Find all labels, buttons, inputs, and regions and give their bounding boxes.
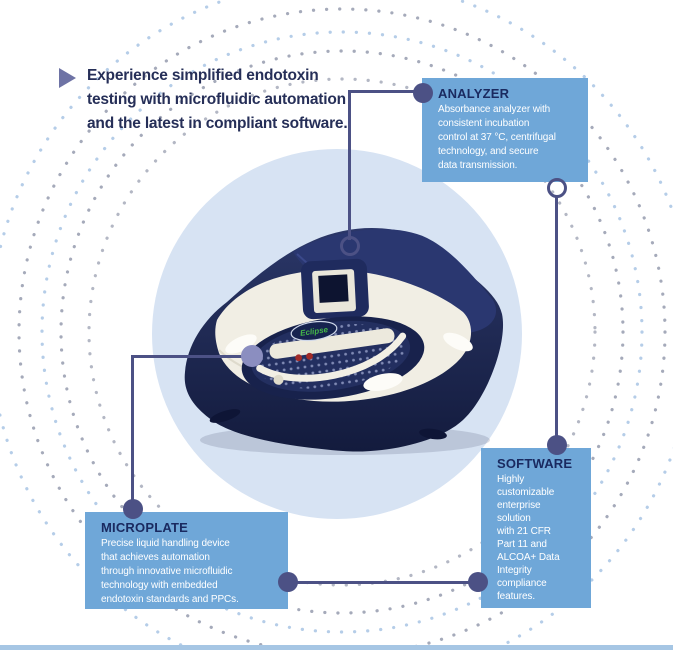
microplate-title: MICROPLATE xyxy=(101,520,188,535)
analyzer-device-connector-ring xyxy=(340,236,360,256)
microplate-software-connector-line xyxy=(288,581,478,584)
intro-text: Experience simplified endotoxin testing … xyxy=(87,67,348,132)
software-box-top-connector-dot xyxy=(547,435,567,455)
analyzer-callout: ANALYZER Absorbance analyzer with consis… xyxy=(422,78,588,182)
analyzer-connector-line-v xyxy=(348,90,351,240)
analyzer-title: ANALYZER xyxy=(438,86,510,101)
microplate-device-connector-dot xyxy=(241,345,263,367)
microplate-box-top-connector-dot xyxy=(123,499,143,519)
bottom-accent-band xyxy=(0,645,673,650)
device-logo-text: Eclipse xyxy=(300,325,330,338)
software-title: SOFTWARE xyxy=(497,456,573,471)
analyzer-body: Absorbance analyzer with consistent incu… xyxy=(438,104,556,171)
software-body: Highly customizable enterprise solution … xyxy=(497,474,560,602)
analyzer-software-connector-line xyxy=(555,196,558,438)
microplate-callout: MICROPLATE Precise liquid handling devic… xyxy=(85,512,288,609)
software-connector-top-ring xyxy=(547,178,567,198)
microplate-box-right-connector-dot xyxy=(278,572,298,592)
microplate-connector-line-h xyxy=(131,355,253,358)
software-box-left-connector-dot xyxy=(468,572,488,592)
analyzer-box-connector-dot xyxy=(413,83,433,103)
endotoxin-analyzer-image: Eclipse xyxy=(184,227,504,455)
analyzer-connector-line-h xyxy=(350,90,423,93)
intro-bullet-triangle-icon xyxy=(59,68,76,88)
software-callout: SOFTWARE Highly customizable enterprise … xyxy=(481,448,591,608)
microplate-body: Precise liquid handling device that achi… xyxy=(101,538,239,605)
microplate-connector-line-v xyxy=(131,356,134,509)
